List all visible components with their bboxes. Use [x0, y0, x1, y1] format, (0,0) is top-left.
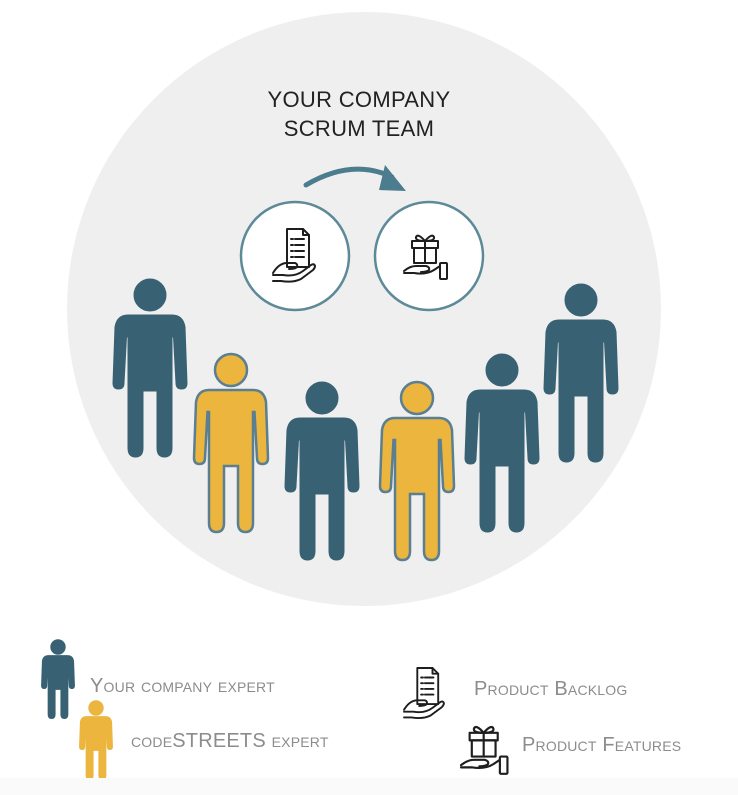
team-member-codestreets-expert: [378, 380, 456, 562]
legend-codestreets-expert-icon: [79, 700, 113, 780]
team-member-company-expert: [464, 353, 540, 533]
team-member-codestreets-expert: [192, 352, 270, 534]
features-circle: [373, 200, 485, 312]
legend-product-backlog-label: Product Backlog: [474, 678, 628, 700]
legend-company-expert-label: Your company expert: [90, 675, 275, 697]
team-member-company-expert: [543, 283, 619, 463]
legend-product-features-icon: [459, 725, 509, 775]
bottom-band: [0, 778, 738, 795]
legend-company-expert-icon: [41, 639, 75, 719]
legend-product-features-label: Product Features: [522, 734, 682, 756]
title-line-2: SCRUM TEAM: [283, 116, 435, 141]
title-line-1: YOUR COMPANY: [267, 87, 451, 112]
team-circle-background: [67, 12, 661, 606]
legend-codestreets-expert-label: codeSTREETS expert: [131, 730, 329, 752]
legend-product-backlog-icon: [403, 667, 445, 719]
team-member-company-expert: [112, 278, 188, 458]
backlog-circle: [239, 200, 351, 312]
flow-arrow: [303, 165, 406, 191]
team-members: [112, 278, 619, 562]
team-member-company-expert: [284, 381, 360, 561]
diagram-title: YOUR COMPANY SCRUM TEAM: [189, 85, 529, 143]
